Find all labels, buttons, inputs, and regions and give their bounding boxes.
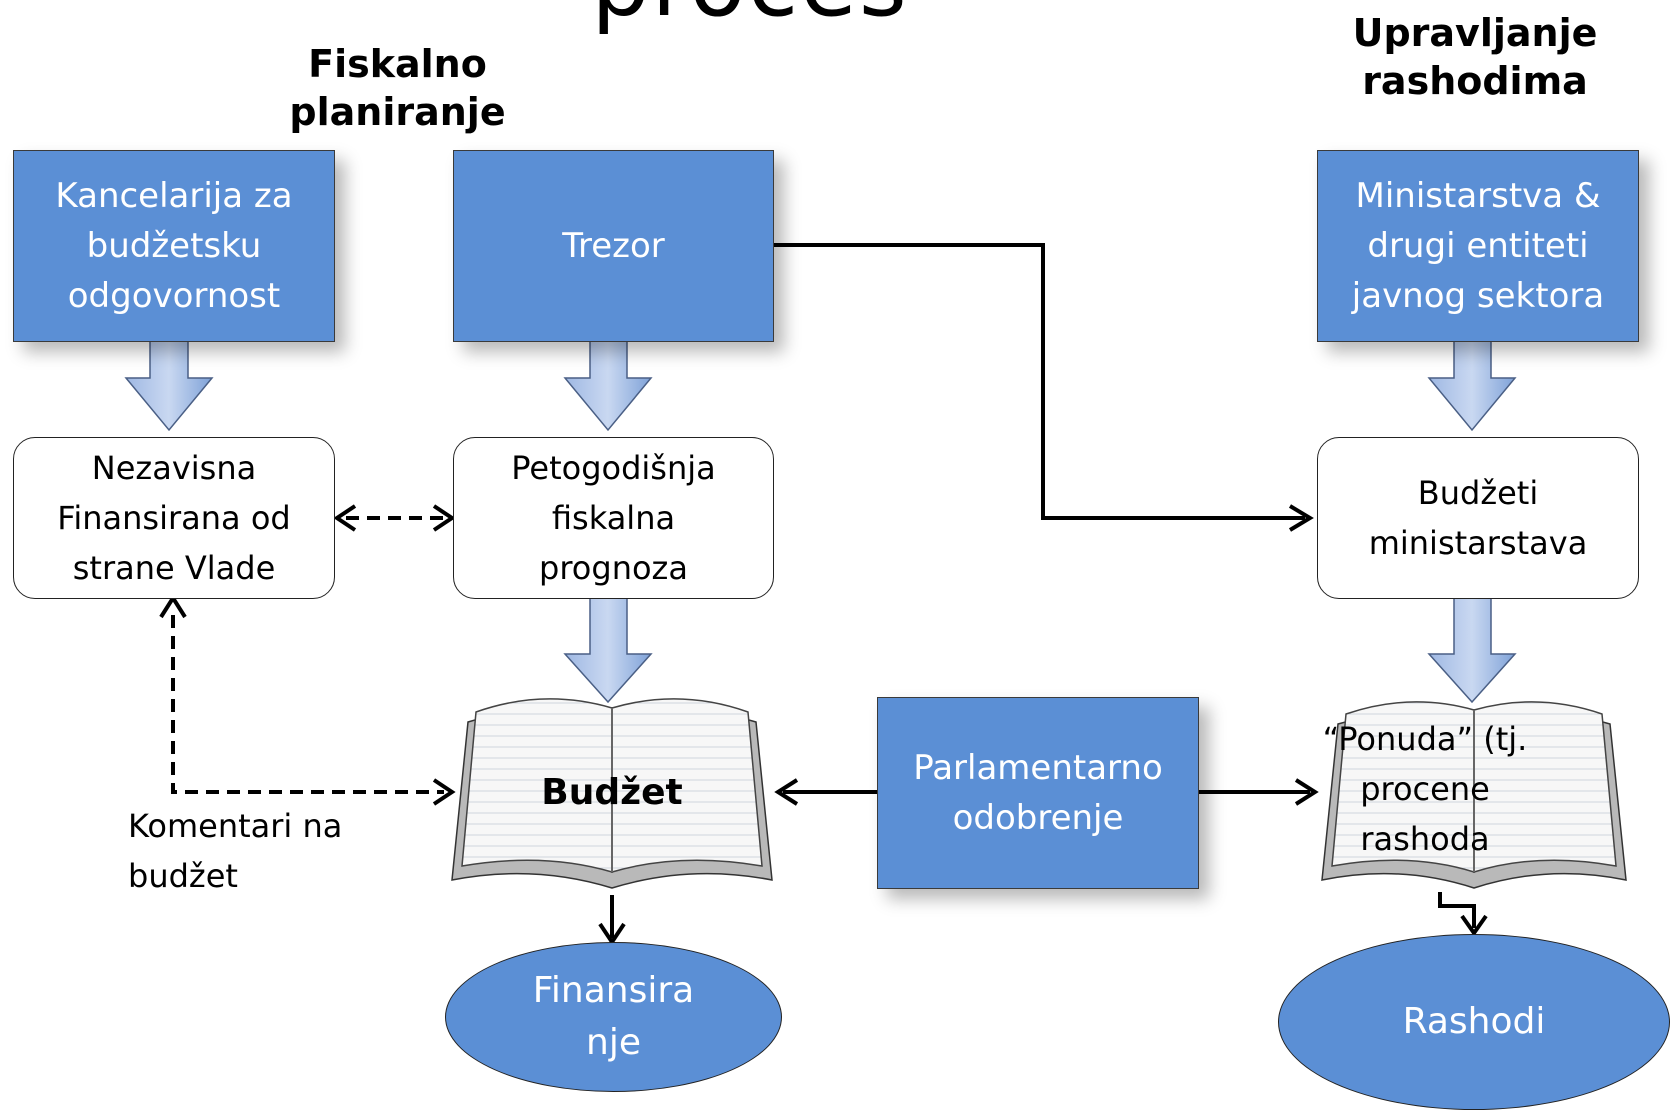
book-budget	[451, 698, 773, 889]
title-fragment: proces	[540, 0, 960, 30]
node-offer-label: “Ponuda” (tj. procene rashoda	[1322, 720, 1528, 858]
dashed-connectors	[171, 516, 444, 794]
node-budget-office: Kancelarija za budžetsku odgovornost	[13, 150, 335, 342]
node-financing: Finansira nje	[445, 942, 782, 1092]
node-parliament: Parlamentarno odobrenje	[877, 697, 1199, 889]
arrowhead-ministry-budgets	[1288, 504, 1314, 532]
block-arrow-forecast-to-budget	[563, 597, 653, 704]
book-offer	[1321, 701, 1627, 889]
heading-fiscal-planning: Fiskalno planiranje	[289, 42, 506, 134]
node-ministry-budgets: Budžeti ministarstava	[1317, 437, 1639, 599]
connector-offer-to-expenditures	[1438, 892, 1476, 928]
arrowhead-expenditures	[1460, 914, 1488, 937]
node-budget-label: Budžet	[541, 772, 683, 813]
solid-connectors	[598, 243, 1488, 946]
arrowhead-budget	[774, 778, 799, 806]
block-arrow-ministry-budgets-to-offer	[1427, 597, 1517, 704]
node-ministries: Ministarstva & drugi entiteti javnog sek…	[1317, 150, 1639, 342]
heading-expenditure-management: Upravljanje rashodima	[1352, 11, 1598, 103]
node-forecast: Petogodišnja fiskalna prognoza	[453, 437, 774, 599]
connector-independent-to-budget	[171, 615, 444, 794]
node-independent: Nezavisna Finansirana od strane Vlade	[13, 437, 335, 599]
label-comments: Komentari na budžet	[128, 807, 343, 895]
arrowhead-offer	[1294, 778, 1319, 806]
dashed-arrowheads	[159, 504, 456, 806]
connector-treasury-to-ministry-budgets	[772, 243, 1305, 520]
node-expenditures: Rashodi	[1278, 934, 1670, 1110]
node-treasury: Trezor	[453, 150, 774, 342]
